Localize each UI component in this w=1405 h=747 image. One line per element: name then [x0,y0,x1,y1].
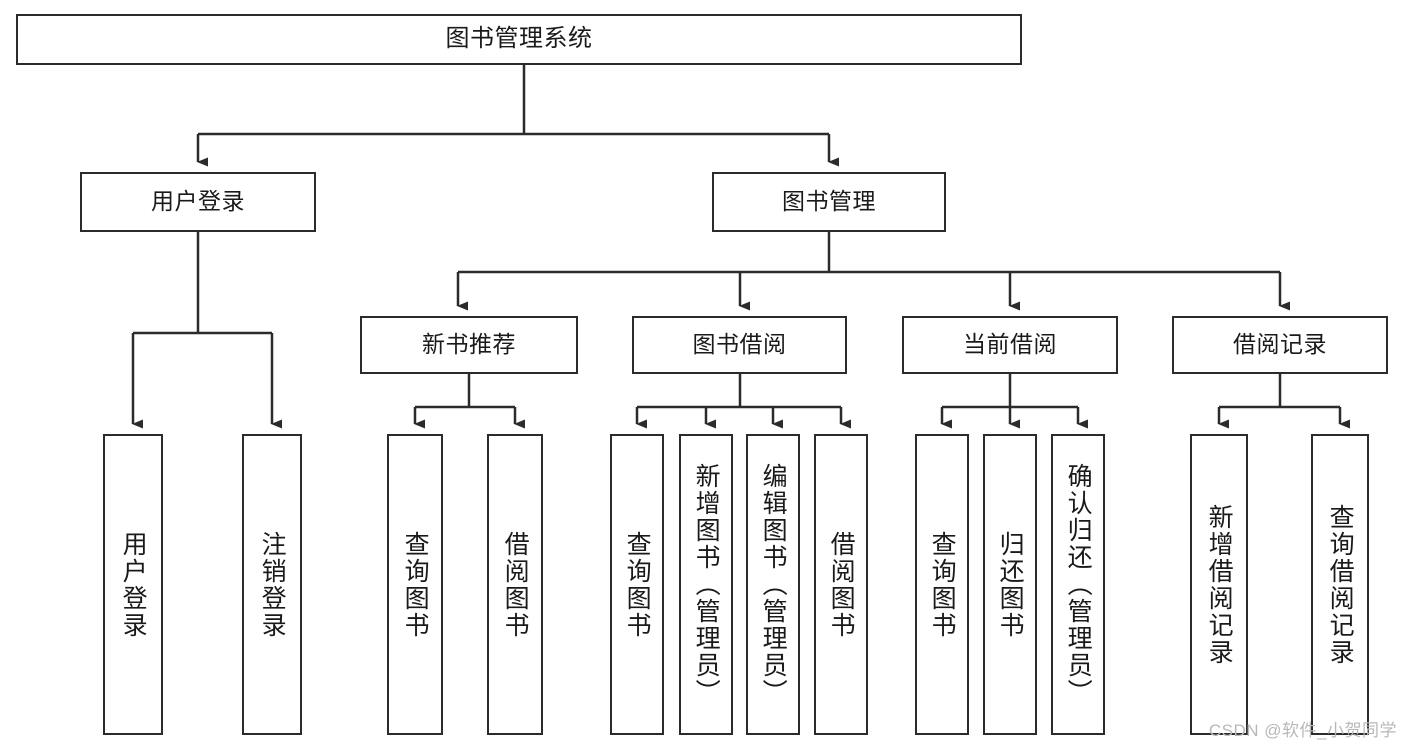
node-borrow-record[interactable]: 借阅记录 [1172,316,1388,374]
node-label: 查询借阅记录 [1326,503,1355,666]
node-label: 查询图书 [623,530,652,639]
node-label: 新增借阅记录 [1205,503,1234,666]
leaf-add-borrow-record[interactable]: 新增借阅记录 [1190,434,1248,735]
node-label: 图书借阅 [692,331,787,358]
csdn-watermark: CSDN @软件_小贺同学 [1208,721,1397,740]
node-label: 图书管理 [782,188,876,215]
node-book-borrow[interactable]: 图书借阅 [632,316,847,374]
leaf-add-book-admin[interactable]: 新增图书（管理员） [679,434,733,735]
node-book-management[interactable]: 图书管理 [712,172,946,232]
node-label: 用户登录 [119,530,148,639]
leaf-query-book-recommend[interactable]: 查询图书 [387,434,443,735]
node-label: 新增图书（管理员） [692,463,721,706]
node-label: 归还图书 [996,530,1025,639]
node-user-login[interactable]: 用户登录 [80,172,316,232]
node-label: 注销登录 [258,530,287,639]
leaf-borrow-book[interactable]: 借阅图书 [814,434,868,735]
leaf-edit-book-admin[interactable]: 编辑图书（管理员） [746,434,800,735]
node-label: 查询图书 [401,530,430,639]
leaf-confirm-return-admin[interactable]: 确认归还（管理员） [1051,434,1105,735]
node-label: 借阅图书 [501,530,530,639]
node-label: 查询图书 [928,530,957,639]
node-new-book-recommend[interactable]: 新书推荐 [360,316,578,374]
node-label: 当前借阅 [963,331,1057,358]
leaf-query-borrow-record[interactable]: 查询借阅记录 [1311,434,1369,735]
node-current-borrow[interactable]: 当前借阅 [902,316,1118,374]
node-label: 新书推荐 [422,331,516,358]
node-label: 借阅记录 [1233,331,1327,358]
leaf-return-book[interactable]: 归还图书 [983,434,1037,735]
node-label: 用户登录 [151,188,245,215]
leaf-query-book-borrow[interactable]: 查询图书 [610,434,664,735]
leaf-query-book-current[interactable]: 查询图书 [915,434,969,735]
leaf-logout[interactable]: 注销登录 [242,434,302,735]
node-label: 确认归还（管理员） [1064,463,1093,706]
node-label: 图书管理系统 [445,25,593,53]
node-label: 编辑图书（管理员） [759,463,788,706]
node-label: 借阅图书 [827,530,856,639]
node-root-system[interactable]: 图书管理系统 [16,14,1022,65]
leaf-user-login[interactable]: 用户登录 [103,434,163,735]
leaf-borrow-book-recommend[interactable]: 借阅图书 [487,434,543,735]
